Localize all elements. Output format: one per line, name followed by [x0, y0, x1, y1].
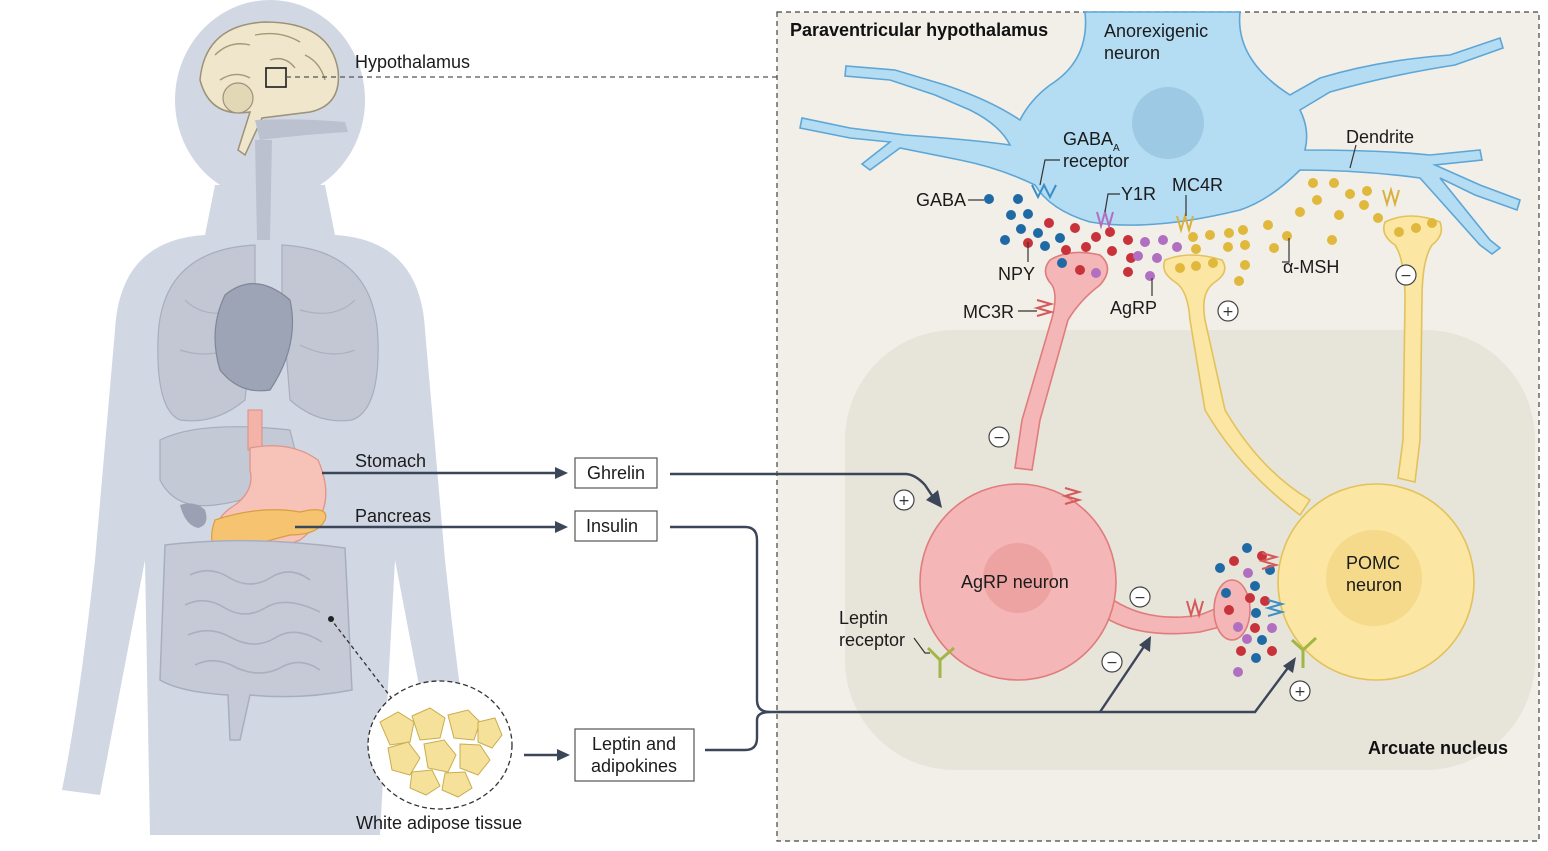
dendrite-label: Dendrite [1346, 127, 1414, 147]
gaba-a-receptor-label: receptor [1063, 151, 1129, 171]
gaba-a-receptor-icon [1031, 182, 1057, 200]
white-adipose-label: White adipose tissue [356, 813, 522, 833]
pomc-neuron [1162, 215, 1475, 681]
svg-text:−: − [1400, 268, 1412, 284]
hormone-arrowheads [555, 467, 570, 761]
ghrelin-box: Ghrelin [574, 457, 658, 489]
hypothalamus-label: Hypothalamus [355, 52, 470, 72]
neurotransmitters [984, 178, 1437, 677]
mc4r-label: MC4R [1172, 175, 1223, 195]
mc3r-receptor-icon [1033, 299, 1055, 317]
adipose-tissue [328, 616, 513, 810]
plus-pomc-axon: + [1217, 300, 1239, 322]
anorexigenic-label-1: Anorexigenic [1104, 21, 1208, 41]
gallbladder [180, 503, 207, 528]
sign-badges: + − + − − − + [893, 264, 1417, 702]
pomc-gaba-receptor-icon [1264, 599, 1286, 617]
mc4r-receptor-2-icon [1382, 186, 1400, 208]
receptors [1031, 182, 1400, 619]
pomc-neuron-label-2: neuron [1346, 575, 1402, 595]
nasal-cavity [255, 119, 348, 140]
y1r-label: Y1R [1121, 184, 1156, 204]
alpha-msh-label: α-MSH [1283, 257, 1339, 277]
minus-pomc-dendrite: − [1395, 264, 1417, 286]
pomc-neuron-label-1: POMC [1346, 553, 1400, 573]
leptin-box: Leptin and adipokines [574, 728, 695, 782]
agrp-receptor-icon [1061, 487, 1083, 505]
agrp-neuron-label: AgRP neuron [961, 572, 1069, 592]
mc4r-receptor-icon [1176, 212, 1194, 234]
leptin-label-2: adipokines [591, 756, 677, 776]
pomc-mc3r-icon [1258, 552, 1280, 570]
anorexigenic-label-2: neuron [1104, 43, 1160, 63]
mc3r-receptor-2-icon [1186, 597, 1204, 619]
ghrelin-label: Ghrelin [587, 463, 645, 483]
insulin-box: Insulin [574, 510, 658, 542]
insulin-label: Insulin [586, 516, 638, 536]
minus-agrp-pomc: − [1129, 586, 1151, 608]
stomach-label: Stomach [355, 451, 426, 471]
hormone-arrows [295, 471, 560, 757]
gaba-a-label: GABAA [1063, 129, 1120, 154]
paraventricular-label: Paraventricular hypothalamus [790, 20, 1048, 40]
svg-text:−: − [1134, 590, 1146, 606]
svg-text:−: − [1106, 655, 1118, 671]
leader-lines [913, 144, 1357, 654]
signal-arrowheads [926, 490, 1296, 673]
anorexigenic-neuron [799, 11, 1521, 255]
leptin-receptor-label-1: Leptin [839, 608, 888, 628]
gaba-label: GABA [916, 190, 966, 210]
signal-paths [670, 472, 1291, 752]
arcuate-nucleus-label: Arcuate nucleus [1368, 738, 1508, 758]
plus-leptin-pomc: + [1289, 680, 1311, 702]
pancreas-label: Pancreas [355, 506, 431, 526]
lungs [157, 244, 379, 422]
leptin-receptor-pomc-icon [1290, 636, 1318, 668]
minus-agrp-axon: − [988, 426, 1010, 448]
npy-label: NPY [998, 264, 1035, 284]
intestines [159, 539, 353, 741]
leptin-receptor-agrp-icon [926, 646, 955, 678]
heart [214, 283, 294, 392]
leptin-label-1: Leptin and [592, 734, 676, 754]
svg-text:−: − [993, 430, 1005, 446]
trachea [255, 140, 272, 240]
svg-text:+: + [1294, 684, 1306, 700]
leptin-receptors [926, 636, 1318, 678]
mc3r-label: MC3R [963, 302, 1014, 322]
svg-text:+: + [1222, 304, 1234, 320]
brain [199, 21, 340, 157]
leptin-receptor-label-2: receptor [839, 630, 905, 650]
minus-leptin-agrp: − [1101, 651, 1123, 673]
svg-text:+: + [898, 493, 910, 509]
esophagus [247, 409, 263, 451]
plus-ghrelin: + [893, 489, 915, 511]
agrp-label: AgRP [1110, 298, 1157, 318]
